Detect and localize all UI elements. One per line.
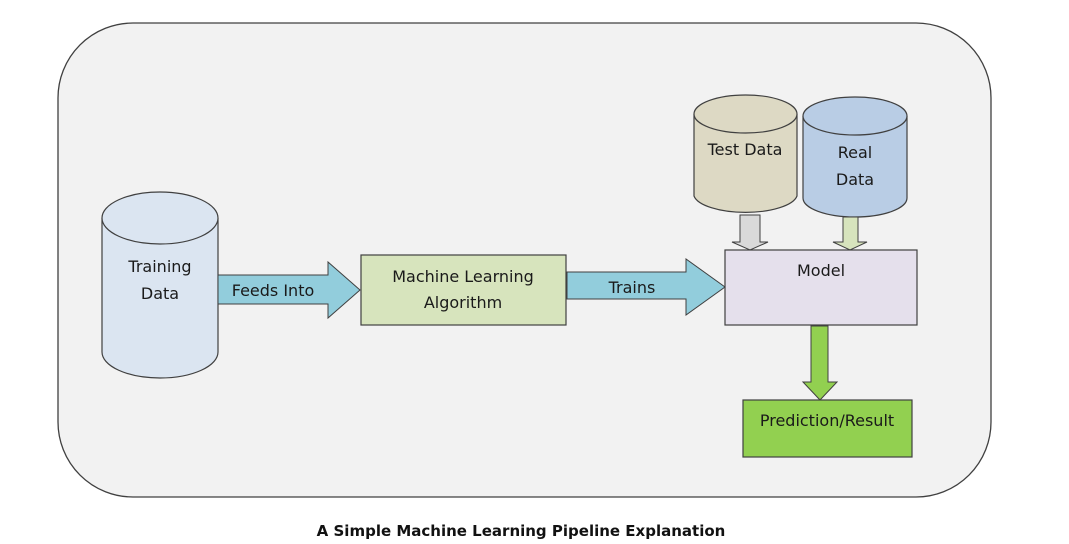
model-to-prediction-arrow <box>801 325 839 401</box>
ml-algorithm-box <box>360 254 567 326</box>
ml-algorithm-label-line1: Machine Learning <box>392 267 534 286</box>
real-data-node: Real Data <box>802 96 908 218</box>
model-box <box>724 249 918 326</box>
test-data-node: Test Data <box>693 94 798 213</box>
ml-algorithm-node: Machine Learning Algorithm <box>360 254 567 326</box>
feeds-into-arrow: Feeds Into <box>217 260 361 320</box>
model-label: Model <box>797 261 845 280</box>
training-data-label-line1: Training <box>127 257 191 276</box>
model-node: Model <box>724 249 918 326</box>
real-data-label-line1: Real <box>838 143 873 162</box>
real-data-cylinder-top <box>802 96 908 136</box>
trains-arrow-shape <box>566 258 726 316</box>
trains-arrow: Trains <box>566 258 726 316</box>
trains-label: Trains <box>608 278 656 297</box>
ml-algorithm-label-line2: Algorithm <box>424 293 502 312</box>
training-data-label-line2: Data <box>141 284 179 303</box>
real-data-label-line2: Data <box>836 170 874 189</box>
feeds-into-arrow-shape <box>217 260 361 320</box>
test-data-label: Test Data <box>707 140 783 159</box>
diagram-caption: A Simple Machine Learning Pipeline Expla… <box>317 522 726 540</box>
training-data-cylinder-body <box>101 218 219 379</box>
feeds-into-label: Feeds Into <box>232 281 315 300</box>
test-data-to-model-arrow <box>731 214 769 251</box>
training-data-cylinder-top <box>101 191 219 245</box>
real-data-to-model-arrow <box>832 216 868 251</box>
prediction-node: Prediction/Result <box>742 399 913 458</box>
test-data-cylinder-top <box>693 94 798 134</box>
prediction-label: Prediction/Result <box>760 411 894 430</box>
training-data-node: Training Data <box>101 191 219 379</box>
test-data-cylinder-body <box>693 114 798 213</box>
prediction-box <box>742 399 913 458</box>
